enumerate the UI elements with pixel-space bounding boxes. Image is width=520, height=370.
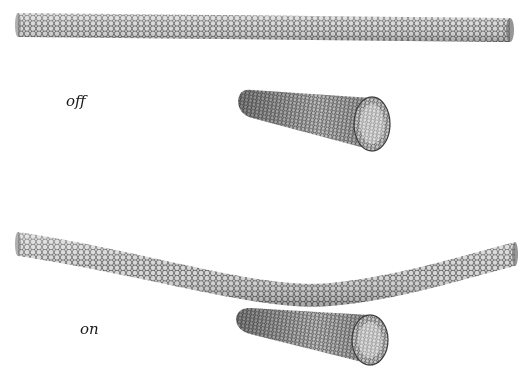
state-label-off: off [66,92,88,110]
cone-electrode-on [236,308,388,365]
bent-nanotube [15,232,518,307]
state-label-on: on [80,320,99,338]
cone-electrode-off [238,90,390,151]
straight-nanotube [15,13,514,42]
